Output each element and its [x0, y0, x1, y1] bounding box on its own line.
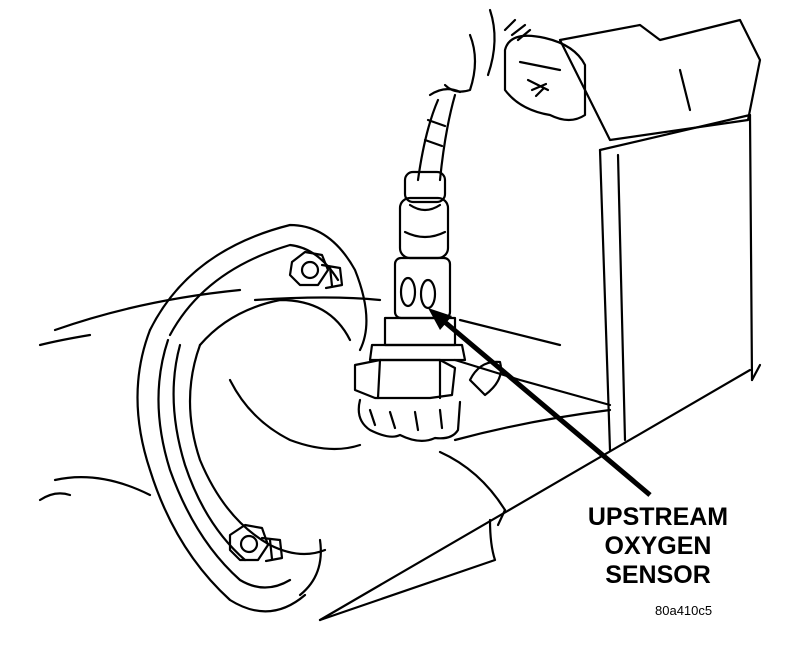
wiring-connector: [443, 8, 587, 122]
mounting-bracket: [558, 18, 762, 452]
oxygen-sensor-body: [353, 170, 467, 442]
sensor-wire: [416, 88, 462, 182]
callout-line-1: UPSTREAM: [587, 503, 729, 531]
flange-nut-bottom: [228, 523, 284, 563]
exhaust-manifold: [38, 288, 762, 622]
manifold-flange: [136, 223, 368, 613]
flange-nut-top: [288, 250, 344, 290]
callout-line-3: SENSOR: [605, 561, 711, 589]
callout-label: UPSTREAM OXYGEN SENSOR: [568, 503, 748, 590]
callout-arrow: [428, 308, 652, 497]
figure-id: 80a410c5: [655, 603, 713, 618]
callout-line-2: OXYGEN: [604, 532, 712, 560]
